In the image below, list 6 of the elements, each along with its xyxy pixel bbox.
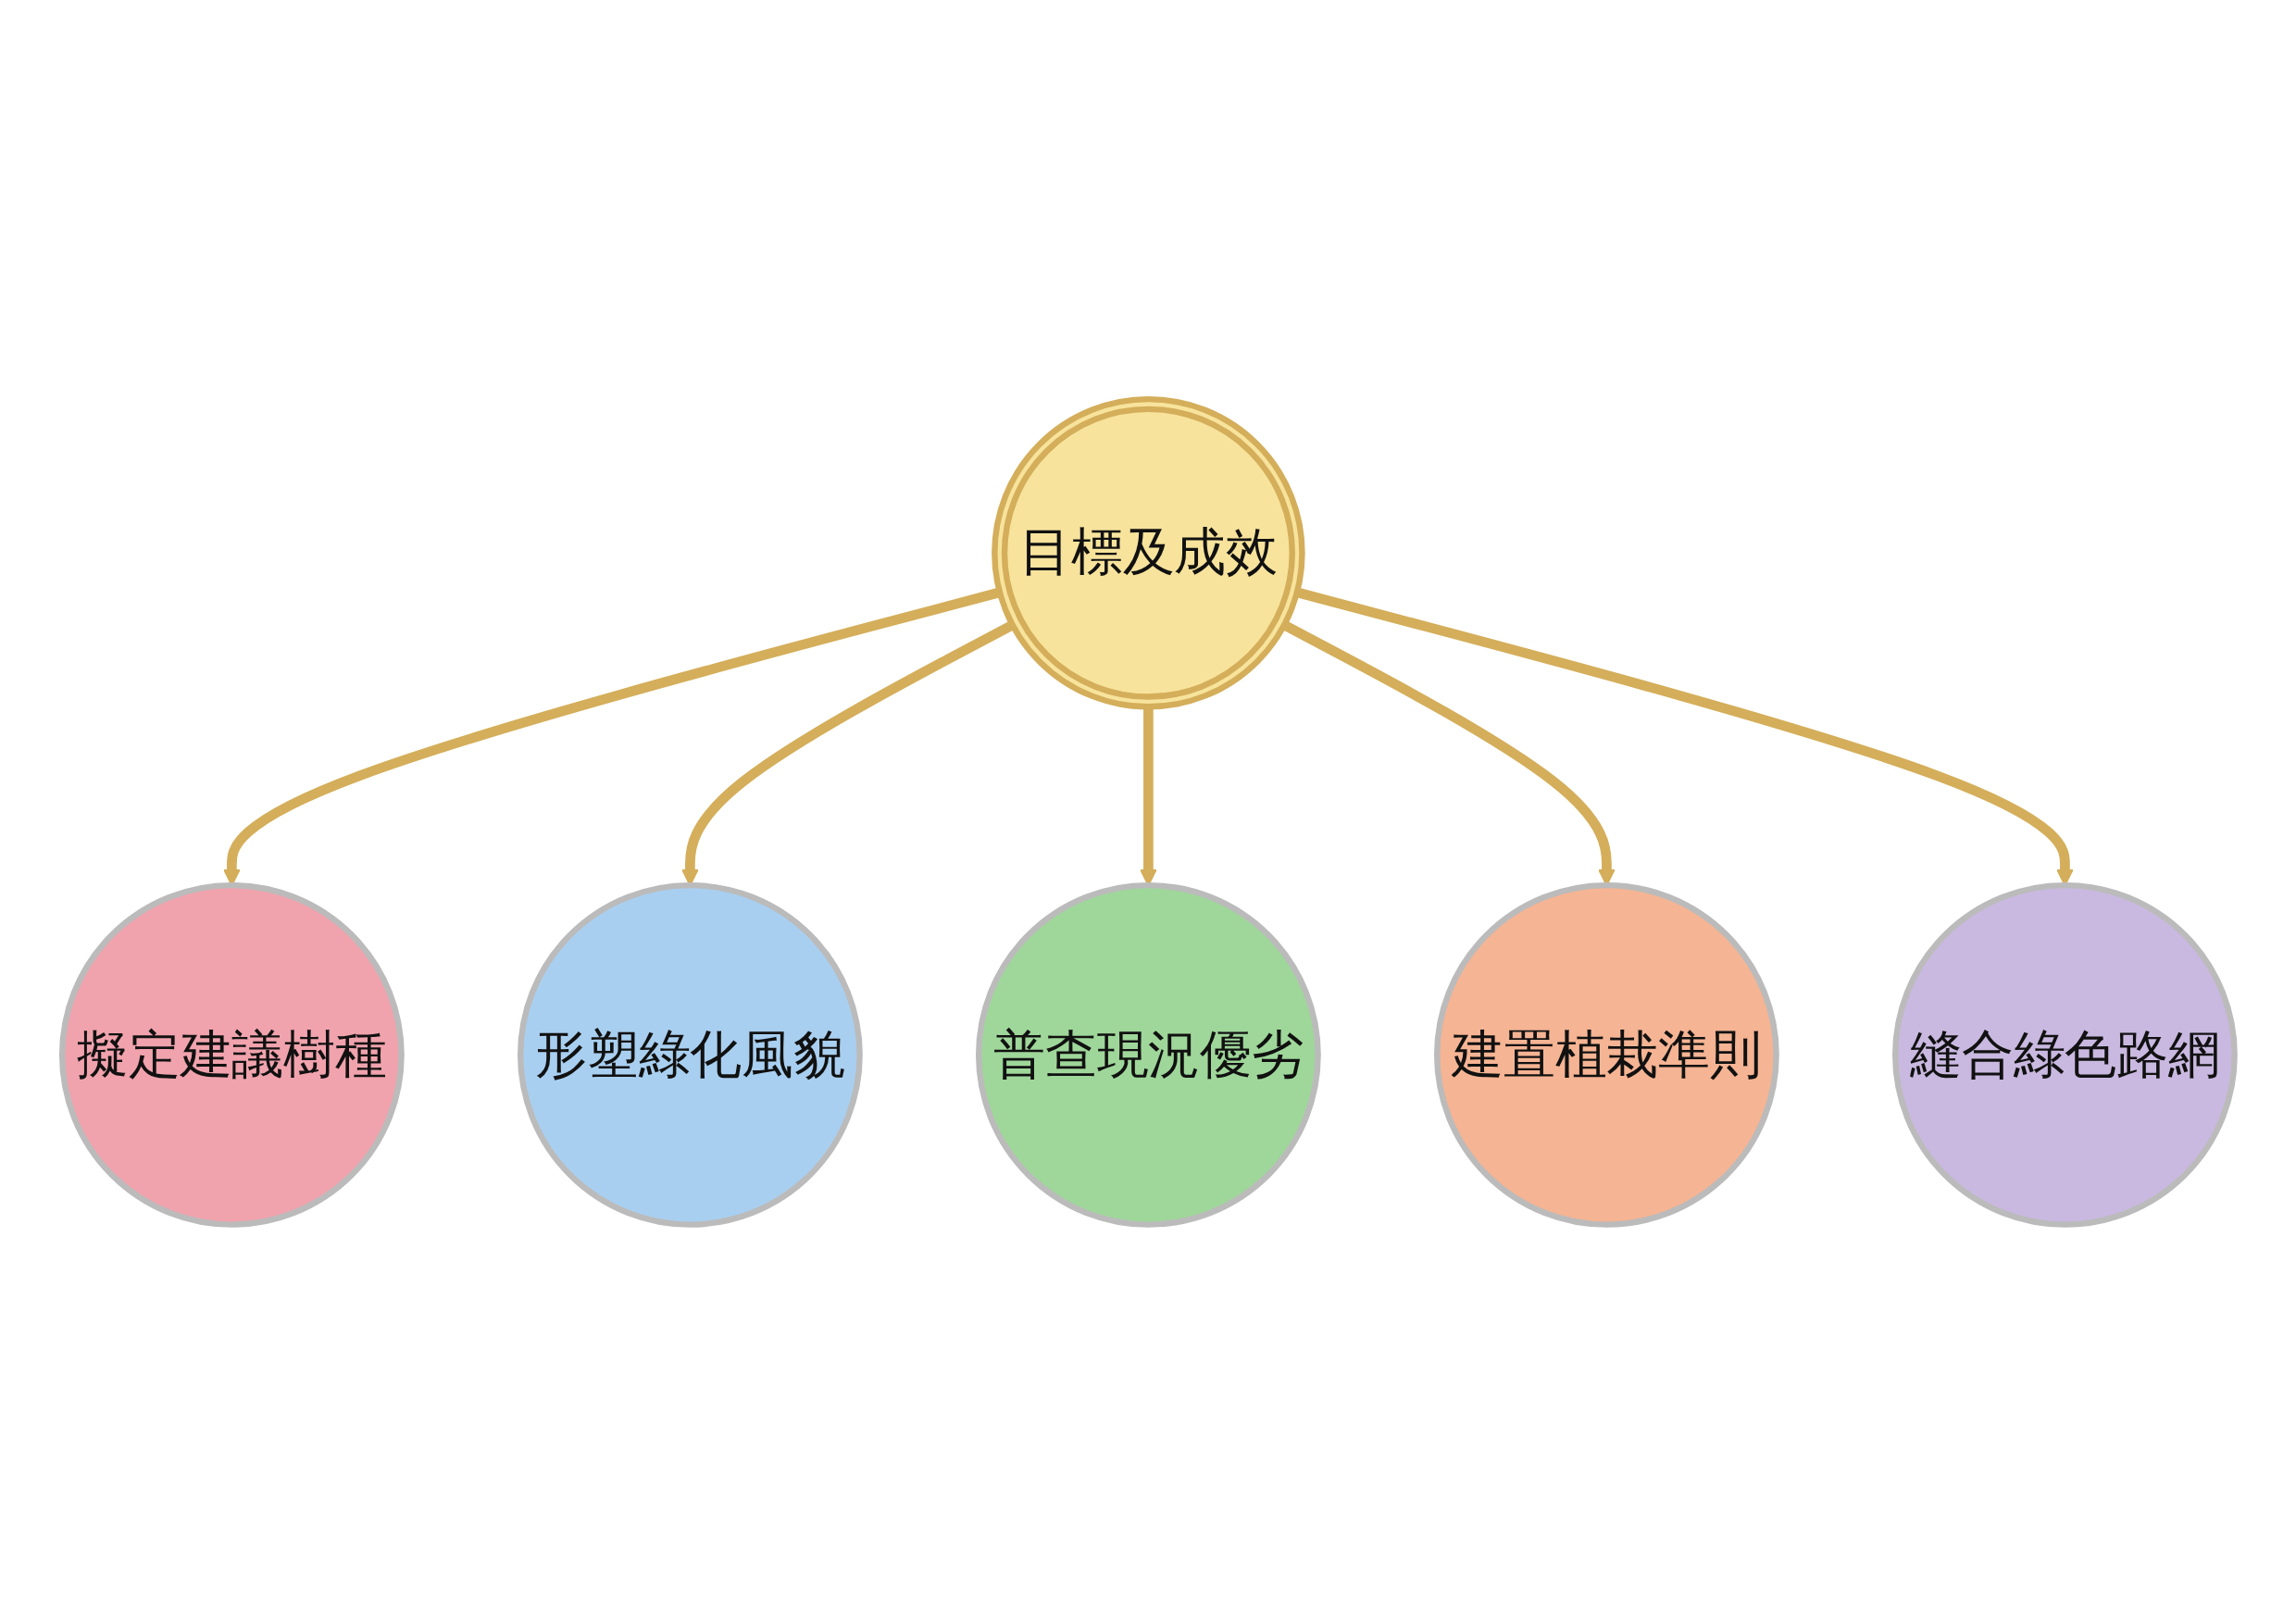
node-circle: 擬定建議樹種 (58, 882, 405, 1228)
node-circle: 目標及成效 (991, 396, 1305, 710)
node-circle: 形塑綠化風貌 (517, 882, 863, 1228)
node-circle: 建置植栽準則 (1433, 882, 1779, 1228)
node-circle: 縫合綠色路網 (1891, 882, 2238, 1228)
node-circle: 普查現況優劣 (975, 882, 1321, 1228)
